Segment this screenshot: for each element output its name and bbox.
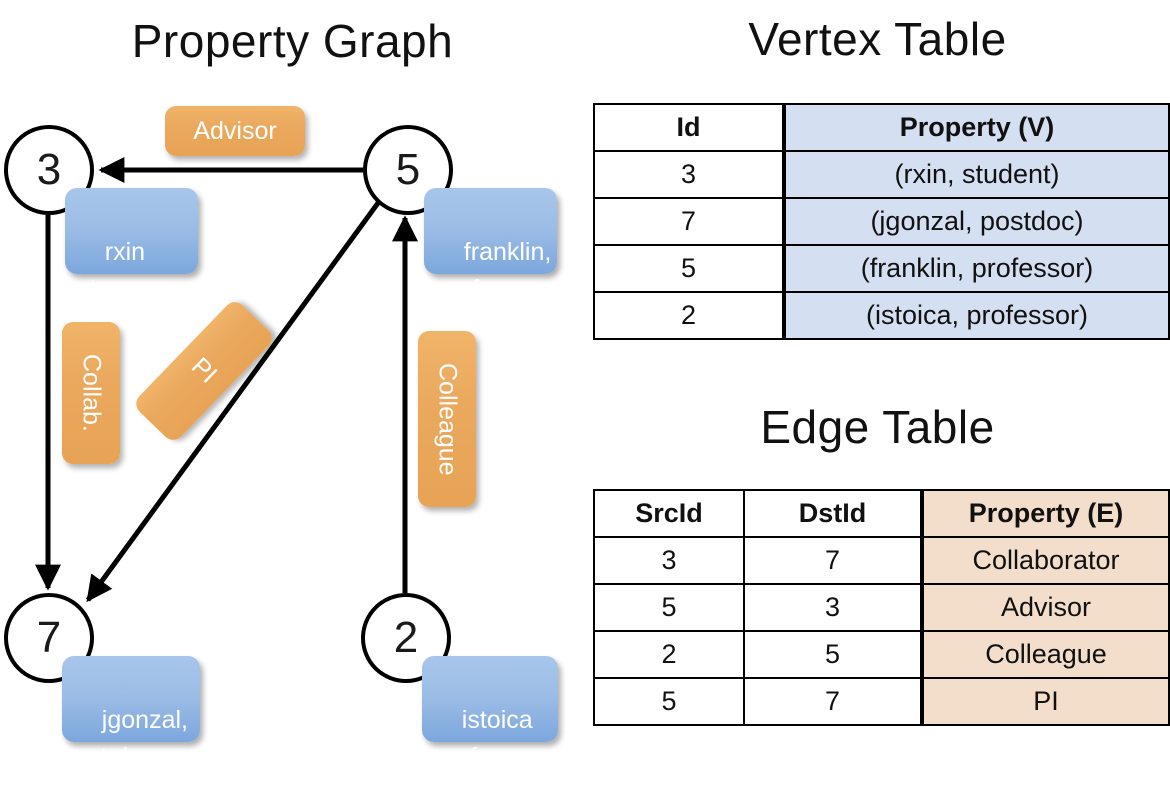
vertex-cell-property: (franklin, professor)	[782, 244, 1170, 293]
edge-cell-dstid: 7	[743, 677, 923, 726]
edge-table-title: Edge Table	[760, 401, 995, 453]
vertex-property-text-7: jgonzal, pst.doc.	[74, 706, 188, 771]
vertex-property-text-2: istoica prof.	[434, 706, 533, 771]
edge-cell-srcid: 3	[593, 536, 745, 585]
edge-table-header-dstid: DstId	[743, 489, 923, 538]
edge-table: SrcId DstId Property (E) 3 7 Collaborato…	[593, 489, 1170, 726]
edge-cell-srcid: 5	[593, 677, 745, 726]
vertex-cell-id: 2	[593, 291, 785, 340]
table-row: 3 (rxin, student)	[593, 150, 1170, 199]
vertex-node-5[interactable]: 5	[363, 125, 453, 215]
vertex-property-box-5: franklin, prof.	[424, 188, 557, 303]
vertex-table-title: Vertex Table	[748, 13, 1007, 65]
edge-cell-property: Advisor	[920, 583, 1170, 632]
advisor-label: Advisor	[165, 106, 305, 156]
page-title-property-graph: Property Graph	[131, 15, 454, 67]
vertex-table-header-id: Id	[593, 103, 785, 152]
property-graph-panel: Property Graph Advisor Collab. PI Collea…	[0, 0, 585, 771]
vertex-table: Id Property (V) 3 (rxin, student) 7 (jgo…	[593, 103, 1170, 340]
vertex-property-text-3: rxin stu.	[77, 238, 146, 303]
vertex-node-5-label: 5	[395, 145, 421, 194]
vertex-property-box-3: rxin stu.	[65, 188, 198, 303]
edge-table-header-srcid: SrcId	[593, 489, 745, 538]
collab-label: Collab.	[62, 322, 120, 464]
vertex-property-text-5: franklin, prof.	[436, 238, 552, 303]
colleague-label: Colleague	[418, 331, 476, 507]
vertex-cell-id: 5	[593, 244, 785, 293]
vertex-node-2-label: 2	[393, 613, 419, 662]
edge-cell-property: Colleague	[920, 630, 1170, 679]
vertex-cell-property: (rxin, student)	[782, 150, 1170, 199]
table-row: 3 7 Collaborator	[593, 536, 1170, 585]
vertex-property-box-2: istoica prof.	[422, 656, 558, 771]
vertex-property-box-7: jgonzal, pst.doc.	[62, 656, 200, 771]
vertex-cell-id: 7	[593, 197, 785, 246]
table-row: 2 5 Colleague	[593, 630, 1170, 679]
edge-table-header-row: SrcId DstId Property (E)	[593, 489, 1170, 538]
edge-line-5-to-7	[85, 201, 381, 603]
graph-edges-canvas	[35, 157, 418, 603]
vertex-cell-id: 3	[593, 150, 785, 199]
vertex-cell-property: (jgonzal, postdoc)	[782, 197, 1170, 246]
edge-cell-dstid: 7	[743, 536, 923, 585]
vertex-node-7-label: 7	[36, 613, 62, 662]
edge-cell-srcid: 2	[593, 630, 745, 679]
edge-cell-property: PI	[920, 677, 1170, 726]
edge-cell-srcid: 5	[593, 583, 745, 632]
table-row: 5 (franklin, professor)	[593, 244, 1170, 293]
edge-cell-dstid: 5	[743, 630, 923, 679]
pi-label-text: PI	[186, 352, 223, 389]
vertex-node-3-label: 3	[36, 145, 62, 194]
collab-label-text: Collab.	[77, 354, 106, 432]
colleague-label-text: Colleague	[433, 362, 462, 476]
table-row: 5 3 Advisor	[593, 583, 1170, 632]
table-row: 5 7 PI	[593, 677, 1170, 726]
edge-cell-dstid: 3	[743, 583, 923, 632]
edge-cell-property: Collaborator	[920, 536, 1170, 585]
vertex-table-header-property: Property (V)	[782, 103, 1170, 152]
vertex-table-header-row: Id Property (V)	[593, 103, 1170, 152]
advisor-label-text: Advisor	[193, 116, 277, 145]
edge-table-header-property: Property (E)	[920, 489, 1170, 538]
table-row: 2 (istoica, professor)	[593, 291, 1170, 340]
table-row: 7 (jgonzal, postdoc)	[593, 197, 1170, 246]
vertex-cell-property: (istoica, professor)	[782, 291, 1170, 340]
